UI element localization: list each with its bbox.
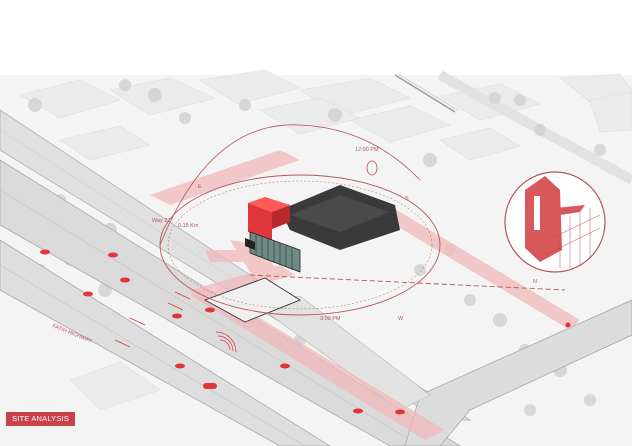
direction-w: W <box>398 316 404 322</box>
red-building <box>245 197 301 273</box>
direction-e: E <box>198 184 202 190</box>
site-analysis-badge: SITE ANALYSIS <box>6 412 76 426</box>
plaza <box>203 277 301 323</box>
sun-bottom-label: 3:00 PM <box>320 316 341 322</box>
sun-top-label: 12:00 PM <box>355 147 379 153</box>
dark-building <box>280 185 400 250</box>
detail-inset <box>504 171 606 273</box>
sun-path <box>159 124 566 316</box>
noise-arcs <box>215 331 237 353</box>
traffic-cars <box>40 249 405 415</box>
street-label: Way 27 <box>152 218 170 224</box>
street-distance-label: 0.15 Km <box>178 223 199 229</box>
traffic-arrows <box>114 291 191 348</box>
direction-s: S <box>405 196 409 202</box>
site-marker <box>565 322 571 328</box>
direction-n: N <box>533 279 537 285</box>
